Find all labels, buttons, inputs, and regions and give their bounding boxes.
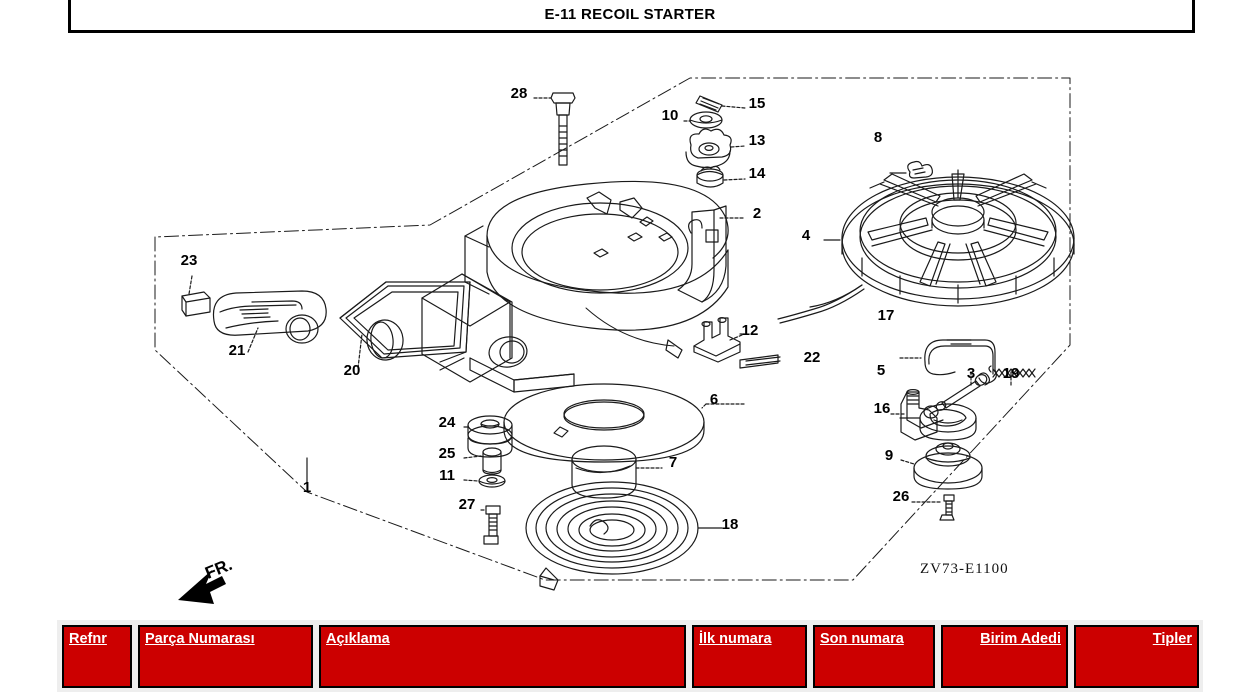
part-13-ratchet [685, 128, 732, 169]
callout-6: 6 [710, 391, 718, 408]
column-header-unit-count-label: Birim Adedi [980, 631, 1061, 647]
callout-9: 9 [885, 447, 893, 464]
drawing-code: ZV73-E1100 [920, 561, 1009, 577]
part-12-bracket [693, 317, 741, 363]
exploded-parts-drawing: FR. ZV73-E1100 2815101314824231217225319… [154, 77, 1075, 604]
column-header-first-number[interactable]: İlk numara [692, 625, 807, 688]
callout-10: 10 [662, 107, 679, 124]
leader-11 [463, 479, 479, 482]
page-title: E-11 RECOIL STARTER [544, 6, 716, 23]
leader-9 [900, 459, 915, 465]
callout-20: 20 [344, 362, 361, 379]
column-header-part-number[interactable]: Parça Numarası [138, 625, 313, 688]
column-header-refnr-label: Refnr [69, 631, 107, 647]
part-27-bolt [483, 505, 501, 545]
column-header-part-number-label: Parça Numarası [145, 631, 255, 647]
part-21-grip [212, 290, 327, 344]
part-10-washer [689, 111, 723, 129]
callout-27: 27 [459, 496, 476, 513]
callout-16: 16 [874, 400, 891, 417]
column-header-first-number-label: İlk numara [699, 631, 772, 647]
leader-25 [463, 455, 482, 459]
leader-14 [723, 178, 746, 181]
callout-12: 12 [742, 322, 759, 339]
leader-13 [730, 145, 746, 148]
callout-24: 24 [439, 414, 456, 431]
column-header-description[interactable]: Açıklama [319, 625, 686, 688]
fr-direction-arrow: FR. [178, 555, 235, 604]
part-26-bolt [939, 494, 955, 521]
part-5-guide [900, 389, 944, 441]
callout-11: 11 [439, 467, 455, 484]
part-23-block [181, 291, 211, 317]
callout-21: 21 [229, 342, 246, 359]
parts-table: Refnr Parça Numarası Açıklama İlk numara… [57, 620, 1203, 692]
part-4-reel [809, 169, 1075, 308]
callout-23: 23 [181, 252, 198, 269]
callout-7: 7 [669, 454, 677, 471]
column-header-last-number-label: Son numara [820, 631, 904, 647]
leader-21 [247, 327, 259, 353]
column-header-last-number[interactable]: Son numara [813, 625, 935, 688]
callout-26: 26 [893, 488, 910, 505]
part-20-cover [339, 281, 471, 371]
parts-table-header-row: Refnr Parça Numarası Açıklama İlk numara… [62, 625, 1199, 688]
svg-text:FR.: FR. [202, 555, 235, 583]
column-header-unit-count[interactable]: Birim Adedi [941, 625, 1068, 688]
part-15-pin [695, 95, 723, 113]
column-header-types[interactable]: Tipler [1074, 625, 1199, 688]
leader-12b [729, 334, 743, 341]
leader-6 [701, 403, 746, 409]
part-24-collar [467, 415, 513, 458]
callout-5: 5 [877, 362, 885, 379]
leader-23 [188, 275, 193, 295]
callout-2: 2 [753, 205, 761, 222]
part-8-clip [907, 160, 933, 179]
part-14-cup [696, 165, 724, 188]
callout-4: 4 [802, 227, 811, 244]
title-frame [68, 0, 1195, 33]
callout-28: 28 [511, 85, 528, 102]
callout-8: 8 [874, 129, 882, 146]
callout-1: 1 [303, 479, 311, 496]
leader-20 [357, 333, 363, 369]
column-header-types-label: Tipler [1152, 631, 1192, 647]
leader-15 [721, 105, 746, 109]
part-25-spacer [482, 447, 502, 475]
part-3-rod [935, 372, 991, 411]
callout-3: 3 [967, 365, 975, 382]
callout-17: 17 [878, 307, 895, 324]
part-11-washer [478, 474, 506, 488]
callout-13: 13 [749, 132, 766, 149]
column-header-description-label: Açıklama [326, 631, 390, 647]
part-6-pulley-disc [503, 383, 705, 463]
assembly-boundary [154, 77, 1071, 581]
part-9-friction-plate [913, 442, 983, 490]
callout-14: 14 [749, 165, 766, 182]
callout-22: 22 [804, 349, 821, 366]
callout-18: 18 [722, 516, 739, 533]
part-19-spring [988, 365, 1036, 378]
callout-25: 25 [439, 445, 456, 462]
part-7-bushing [571, 445, 637, 499]
callout-15: 15 [749, 95, 766, 112]
part-22-rope [739, 284, 865, 369]
part-28-flange-bolt [550, 92, 576, 166]
callout-19: 19 [1003, 365, 1020, 382]
column-header-refnr[interactable]: Refnr [62, 625, 132, 688]
part-2-starter-case [421, 180, 729, 393]
